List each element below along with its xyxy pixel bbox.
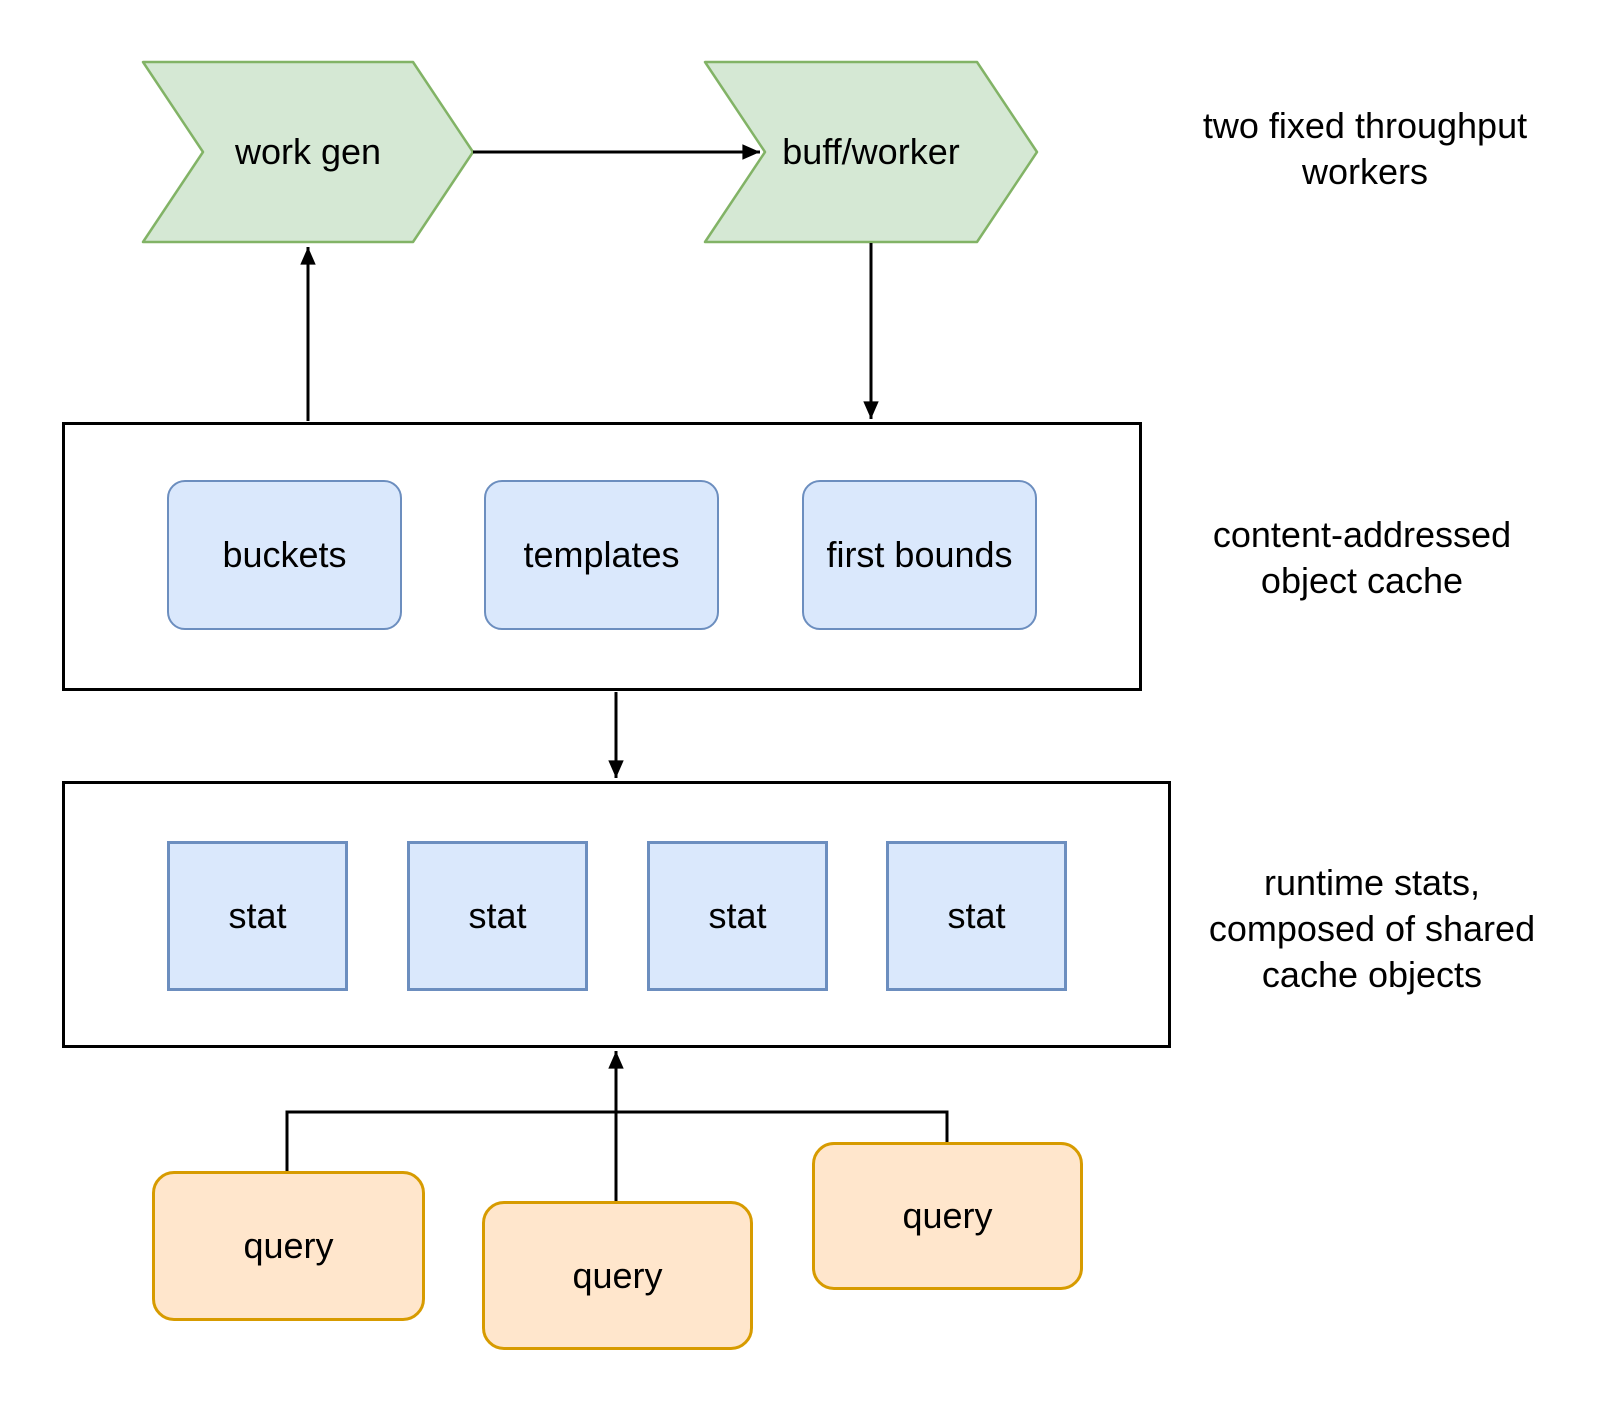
query-node-3: query [812, 1142, 1083, 1290]
annotation-stats: runtime stats, composed of shared cache … [1208, 862, 1536, 996]
work-gen-node [141, 60, 475, 244]
cache-item-templates: templates [484, 480, 719, 630]
annotation-cache: content-addressed object cache [1212, 514, 1512, 602]
cache-item-first-bounds: first bounds [802, 480, 1037, 630]
stat-item-3: stat [647, 841, 828, 991]
query-node-1: query [152, 1171, 425, 1321]
stat-item-2: stat [407, 841, 588, 991]
query-node-2: query [482, 1201, 753, 1350]
cache-item-buckets: buckets [167, 480, 402, 630]
stat-item-1: stat [167, 841, 348, 991]
buff-worker-node [703, 60, 1039, 244]
stat-item-4: stat [886, 841, 1067, 991]
annotation-workers: two fixed throughput workers [1202, 105, 1528, 193]
